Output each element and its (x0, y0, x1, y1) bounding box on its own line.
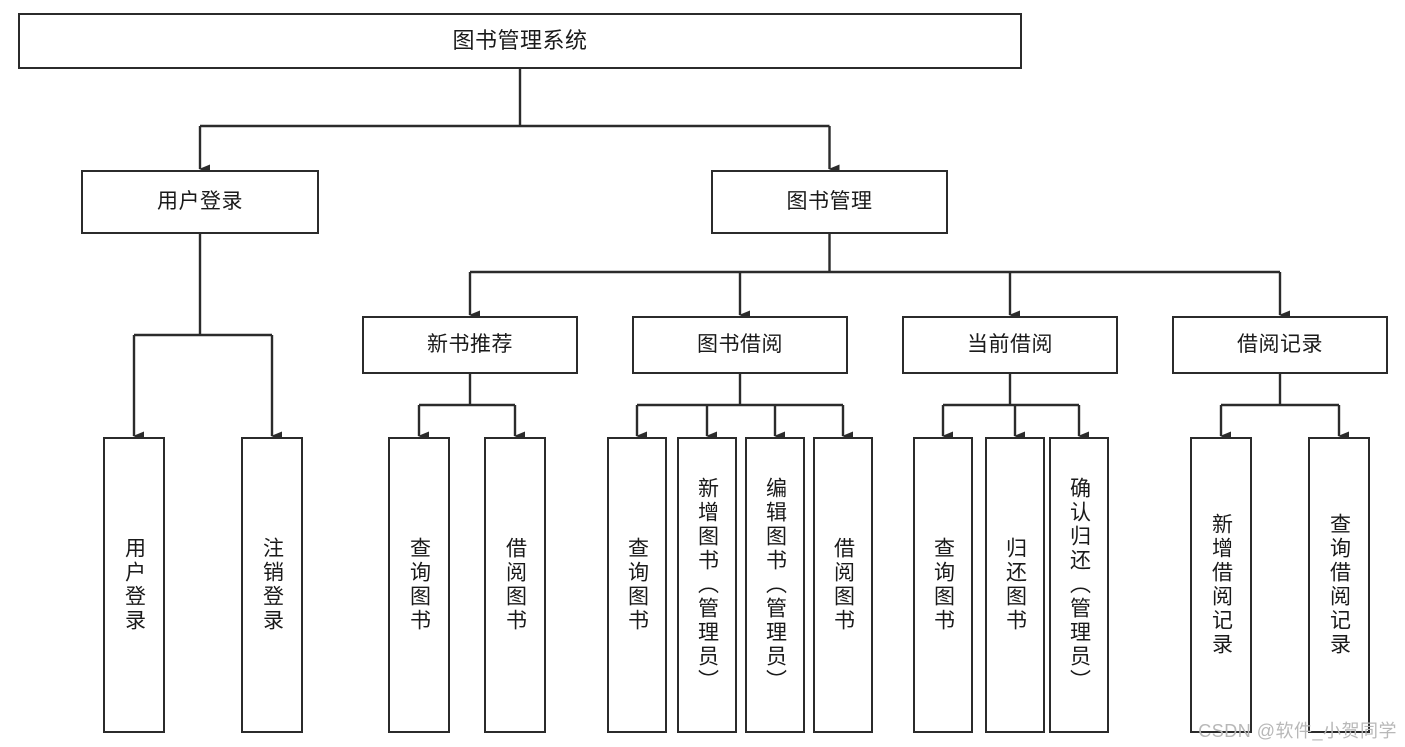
node-l2_0[interactable]: 用户登录 (81, 170, 319, 234)
node-leaf_8[interactable]: 查询图书 (913, 437, 973, 733)
node-label-leaf_4: 查询图书 (625, 537, 649, 633)
watermark-text: CSDN @软件_小贺同学 (1198, 721, 1397, 741)
node-label-l2_1: 图书管理 (786, 190, 873, 214)
node-l3_1[interactable]: 图书借阅 (632, 316, 848, 374)
node-label-leaf_2: 查询图书 (407, 537, 431, 633)
node-leaf_4[interactable]: 查询图书 (607, 437, 667, 733)
node-label-leaf_6: 编辑图书（管理员） (763, 477, 787, 693)
node-label-leaf_0: 用户登录 (122, 537, 146, 633)
node-leaf_6[interactable]: 编辑图书（管理员） (745, 437, 805, 733)
node-l3_3[interactable]: 借阅记录 (1172, 316, 1388, 374)
node-label-leaf_1: 注销登录 (260, 537, 284, 633)
node-label-l3_1: 图书借阅 (697, 333, 783, 357)
node-label-leaf_7: 借阅图书 (831, 537, 855, 633)
node-label-l3_2: 当前借阅 (967, 333, 1053, 357)
node-label-leaf_5: 新增图书（管理员） (695, 477, 719, 693)
node-leaf_10[interactable]: 确认归还（管理员） (1049, 437, 1109, 733)
node-label-leaf_9: 归还图书 (1003, 537, 1027, 633)
node-label-leaf_12: 查询借阅记录 (1327, 513, 1351, 657)
node-leaf_0[interactable]: 用户登录 (103, 437, 165, 733)
node-label-leaf_11: 新增借阅记录 (1209, 513, 1233, 657)
node-label-leaf_10: 确认归还（管理员） (1067, 477, 1091, 693)
node-label-root: 图书管理系统 (452, 27, 588, 53)
node-l3_0[interactable]: 新书推荐 (362, 316, 578, 374)
node-label-leaf_3: 借阅图书 (503, 537, 527, 633)
node-leaf_3[interactable]: 借阅图书 (484, 437, 546, 733)
node-root[interactable]: 图书管理系统 (18, 13, 1022, 69)
node-leaf_1[interactable]: 注销登录 (241, 437, 303, 733)
node-l2_1[interactable]: 图书管理 (711, 170, 948, 234)
node-leaf_2[interactable]: 查询图书 (388, 437, 450, 733)
edge-layer (132, 69, 1349, 441)
node-leaf_12[interactable]: 查询借阅记录 (1308, 437, 1370, 733)
node-l3_2[interactable]: 当前借阅 (902, 316, 1118, 374)
node-leaf_5[interactable]: 新增图书（管理员） (677, 437, 737, 733)
node-label-l2_0: 用户登录 (157, 190, 243, 214)
node-leaf_9[interactable]: 归还图书 (985, 437, 1045, 733)
node-label-l3_3: 借阅记录 (1237, 333, 1323, 357)
node-label-l3_0: 新书推荐 (427, 333, 513, 357)
node-leaf_11[interactable]: 新增借阅记录 (1190, 437, 1252, 733)
node-label-leaf_8: 查询图书 (931, 537, 955, 633)
node-leaf_7[interactable]: 借阅图书 (813, 437, 873, 733)
